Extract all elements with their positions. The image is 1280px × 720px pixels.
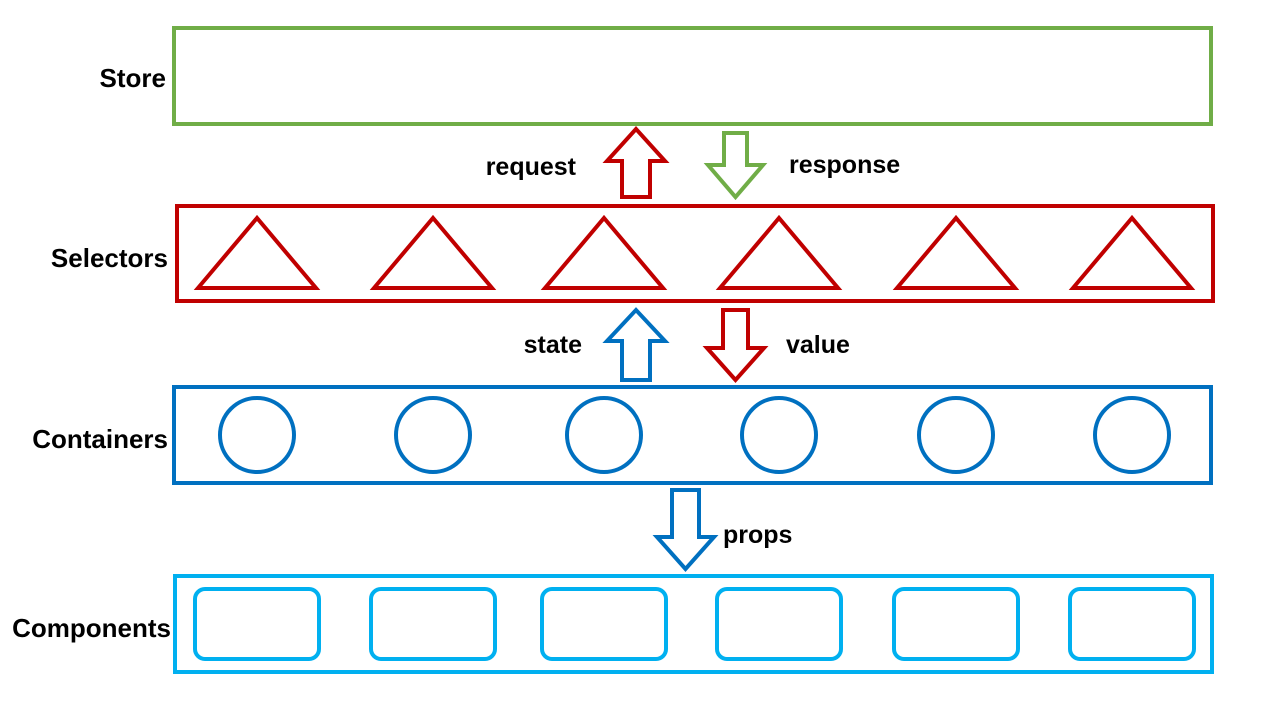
container-circle: [394, 396, 472, 474]
container-items: [218, 396, 1171, 474]
selector-triangle: [540, 214, 668, 290]
selector-triangle: [1068, 214, 1196, 290]
component-rounded-rect: [540, 587, 668, 661]
request-label: request: [485, 153, 576, 181]
response-label: response: [789, 151, 901, 179]
container-circle: [1093, 396, 1171, 474]
container-circle: [917, 396, 995, 474]
component-rounded-rect: [369, 587, 497, 661]
state-arrow-up: [602, 307, 670, 382]
response-arrow-down: [703, 131, 768, 201]
value-label: value: [786, 331, 850, 359]
component-rounded-rect: [892, 587, 1020, 661]
containers-box: [172, 385, 1213, 485]
selector-triangle: [715, 214, 843, 290]
component-rounded-rect: [715, 587, 843, 661]
selector-triangle: [369, 214, 497, 290]
selectors-box: [175, 204, 1215, 303]
value-arrow-down: [702, 308, 769, 384]
container-circle: [565, 396, 643, 474]
selectors-label: Selectors: [50, 243, 168, 273]
store-box: [172, 26, 1213, 126]
components-label: Components: [12, 613, 171, 643]
selector-triangle: [193, 214, 321, 290]
components-box: [173, 574, 1214, 674]
container-circle: [740, 396, 818, 474]
props-arrow-down: [652, 488, 719, 573]
store-label: Store: [99, 63, 166, 93]
component-items: [193, 587, 1196, 661]
container-circle: [218, 396, 296, 474]
selector-items: [193, 214, 1196, 290]
selector-triangle: [892, 214, 1020, 290]
containers-label: Containers: [32, 424, 168, 454]
component-rounded-rect: [193, 587, 321, 661]
state-label: state: [523, 331, 582, 359]
component-rounded-rect: [1068, 587, 1196, 661]
request-arrow-up: [602, 126, 670, 199]
props-label: props: [723, 521, 793, 549]
